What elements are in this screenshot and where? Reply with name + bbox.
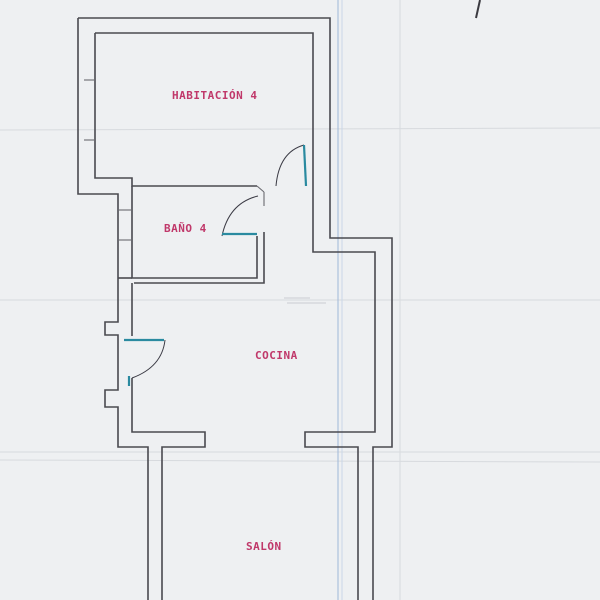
bano-4-walls bbox=[118, 185, 265, 284]
room-label-cocina: COCINA bbox=[255, 349, 298, 362]
cocina-walls bbox=[131, 186, 376, 600]
door-cocina bbox=[124, 338, 166, 386]
exterior-walls bbox=[77, 17, 393, 600]
room-label-habitacion-4: HABITACIÓN 4 bbox=[172, 89, 257, 102]
habitacion-4-walls bbox=[84, 32, 314, 187]
room-label-salon: SALÓN bbox=[246, 540, 282, 553]
door-habitacion bbox=[275, 144, 308, 187]
door-bano bbox=[221, 195, 259, 237]
room-label-bano-4: BAÑO 4 bbox=[164, 222, 207, 235]
faded-annotation bbox=[284, 0, 481, 304]
